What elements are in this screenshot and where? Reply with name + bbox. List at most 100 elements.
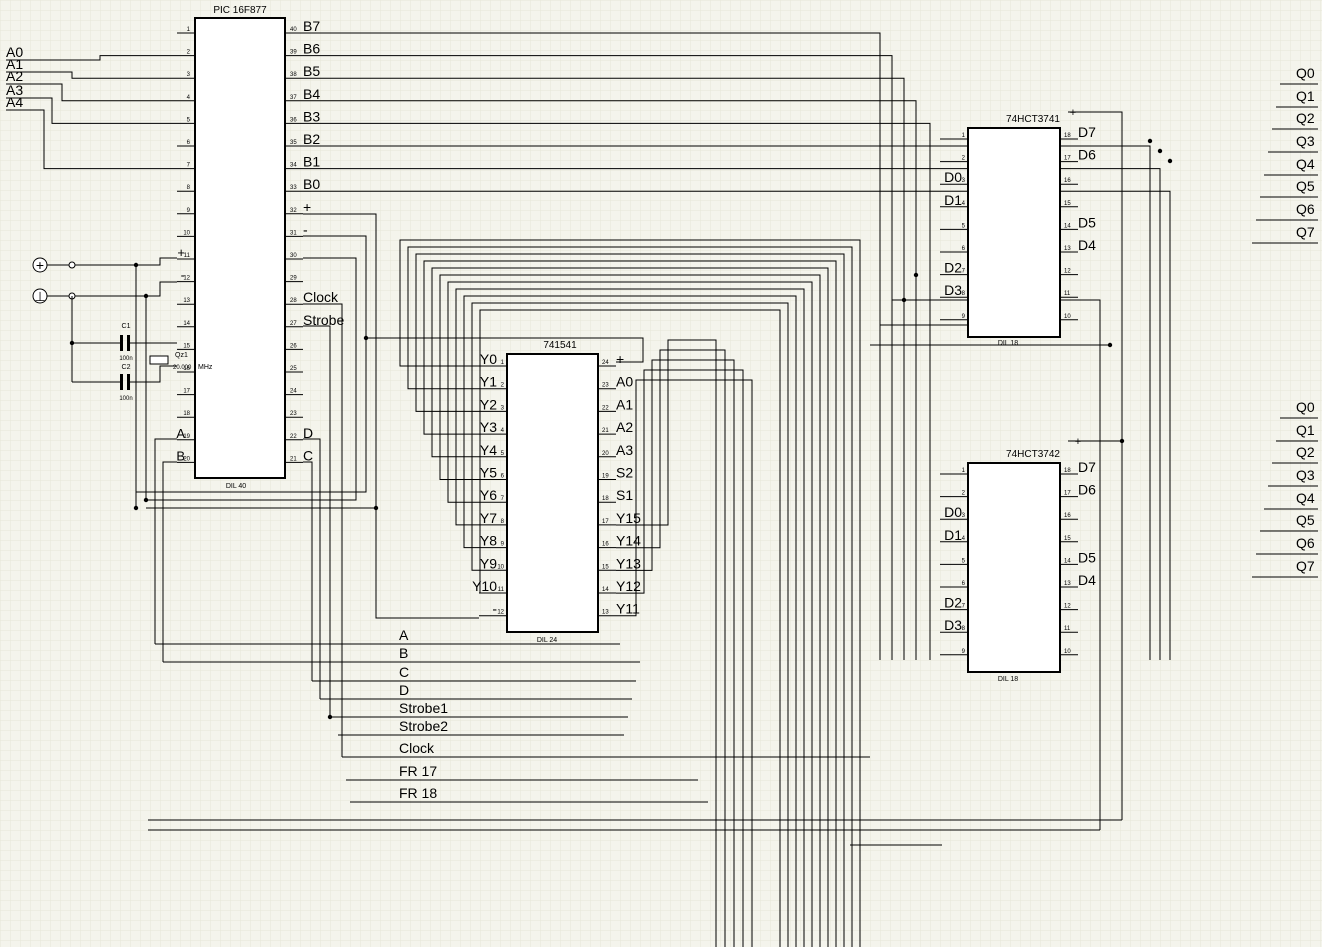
pin-number-pic-29: 29 (290, 276, 297, 282)
pin-label-y2-dec: Y2 (480, 396, 497, 412)
pin-label-d5-l1: D5 (1078, 214, 1096, 230)
capacitor-c2-plate (120, 374, 123, 390)
pin-label-y12-dec: Y12 (616, 578, 641, 594)
output-q6-l1: Q6 (1296, 201, 1315, 217)
pin-number-l2-15: 15 (1064, 536, 1071, 542)
decoder-y-wire (479, 309, 781, 947)
pin-number-l1-7: 7 (962, 269, 966, 275)
capacitor-c1-value: 100n (119, 356, 132, 362)
junction-dot (913, 272, 919, 278)
pin-label-y3-dec: Y3 (480, 419, 497, 435)
capacitor-c2-value: 100n (119, 396, 132, 402)
pin-label-y5-dec: Y5 (480, 465, 497, 481)
crystal-label: Qz1 (175, 352, 188, 359)
pin-number-l2-12: 12 (1064, 604, 1071, 610)
wire (892, 299, 1101, 830)
pin-label-d6-l1: D6 (1078, 147, 1096, 163)
pin-number-pic-33: 33 (290, 185, 297, 191)
pin-number-l2-18: 18 (1064, 468, 1071, 474)
latch-plus-l1: + (1070, 107, 1076, 119)
pin-number-dec-18: 18 (602, 496, 609, 502)
junction-dot (69, 340, 75, 346)
pin-label-a0-dec: A0 (616, 374, 633, 390)
pin-label-b5-pic: B5 (303, 63, 320, 79)
wire (162, 461, 177, 662)
chip-body-dec[interactable] (506, 353, 599, 633)
capacitor-c2-plate (127, 374, 130, 390)
power-node (68, 261, 76, 269)
pin-number-pic-9: 9 (187, 208, 191, 214)
pin-number-pic-7: 7 (187, 163, 191, 169)
bus-label-d: D (399, 682, 409, 698)
pin-label-y13-dec: Y13 (616, 555, 641, 571)
pin-label-b-pic: B (176, 448, 185, 463)
pin-number-pic-35: 35 (290, 140, 297, 146)
junction-dot (901, 297, 907, 303)
pin-number-pic-1: 1 (187, 27, 191, 33)
output-q6-l2: Q6 (1296, 535, 1315, 551)
chip-package-l1: DIL 18 (998, 340, 1018, 347)
pin-number-l2-1: 1 (962, 468, 966, 474)
pin-number-l2-7: 7 (962, 604, 966, 610)
pin-number-pic-26: 26 (290, 343, 297, 349)
pin-number-pic-12: 12 (183, 276, 190, 282)
output-q2-l1: Q2 (1296, 110, 1315, 126)
pin-label-b7-pic: B7 (303, 18, 320, 34)
pin-number-pic-22: 22 (290, 434, 297, 440)
pin-label-b6-pic: B6 (303, 41, 320, 57)
chip-body-pic[interactable] (194, 17, 286, 479)
pin-number-dec-19: 19 (602, 474, 609, 480)
input-label-a0: A0 (6, 44, 23, 60)
pin-number-dec-23: 23 (602, 383, 609, 389)
pin-label--pic: - (181, 268, 185, 283)
pin-number-l1-11: 11 (1064, 291, 1071, 297)
pin-number-pic-32: 32 (290, 208, 297, 214)
pin-number-pic-27: 27 (290, 321, 297, 327)
pin-number-pic-20: 20 (183, 456, 190, 462)
chip-body-l2[interactable] (967, 462, 1061, 673)
pin-number-pic-15: 15 (183, 343, 190, 349)
pin-number-pic-3: 3 (187, 72, 191, 78)
pin-number-dec-15: 15 (602, 564, 609, 570)
decoder-y-wire (616, 379, 753, 947)
power-plus-label: + (36, 257, 44, 273)
pin-number-l1-2: 2 (962, 156, 966, 162)
pin-number-l2-14: 14 (1064, 558, 1071, 564)
pin-label-d7-l1: D7 (1078, 124, 1096, 140)
pin-number-l1-18: 18 (1064, 133, 1071, 139)
pin-number-pic-17: 17 (183, 389, 190, 395)
pin-number-l2-6: 6 (962, 581, 966, 587)
decoder-y-wire (616, 359, 735, 947)
pin-number-l2-10: 10 (1064, 649, 1071, 655)
pin-label-d2-l2: D2 (944, 595, 962, 611)
pin-label-d5-l2: D5 (1078, 549, 1096, 565)
input-wire-a0 (6, 55, 177, 61)
pin-label--pic: - (303, 221, 308, 237)
decoder-y-wire (616, 339, 717, 947)
pin-number-l2-8: 8 (962, 626, 966, 632)
bus-label-fr-18: FR 18 (399, 785, 437, 801)
bus-label-a: A (399, 627, 409, 643)
wire (136, 257, 177, 266)
pin-number-pic-23: 23 (290, 411, 297, 417)
portb-wire-b6 (303, 55, 893, 660)
input-label-a1: A1 (6, 56, 23, 72)
wire (303, 438, 321, 699)
pin-number-dec-2: 2 (501, 383, 505, 389)
pin-number-pic-13: 13 (183, 298, 190, 304)
pin-number-dec-21: 21 (602, 428, 609, 434)
pin-label-y14-dec: Y14 (616, 533, 641, 549)
pin-number-dec-14: 14 (602, 587, 609, 593)
wire (303, 213, 479, 619)
portb-wire-b5 (303, 77, 905, 660)
pin-label-d0-l1: D0 (944, 169, 962, 185)
pin-number-l2-9: 9 (962, 649, 966, 655)
chip-package-dec: DIL 24 (537, 637, 557, 644)
junction-dot (373, 505, 379, 511)
bus-label-fr-17: FR 17 (399, 763, 437, 779)
chip-body-l1[interactable] (967, 127, 1061, 338)
junction-dot (143, 293, 149, 299)
bus-label-clock: Clock (399, 740, 435, 756)
